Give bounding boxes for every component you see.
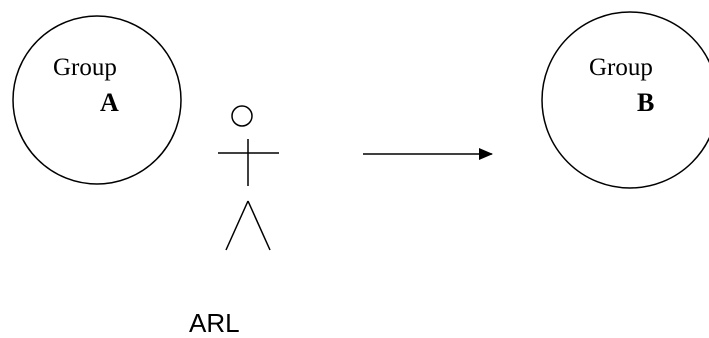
- group-a-circle: [12, 15, 182, 185]
- actor-head-icon: [231, 105, 253, 127]
- group-b-letter: B: [637, 88, 654, 117]
- group-b-circle: [541, 11, 709, 189]
- actor-right-leg: [247, 200, 271, 251]
- group-a-letter: A: [100, 88, 119, 117]
- group-a-label: Group: [53, 54, 117, 81]
- actor-left-leg: [225, 200, 249, 251]
- actor-figure: [218, 105, 279, 251]
- group-a-node: Group A: [12, 15, 182, 185]
- group-b-node: Group B: [541, 11, 709, 189]
- actor-label: ARL: [189, 308, 240, 338]
- group-b-label: Group: [589, 54, 653, 81]
